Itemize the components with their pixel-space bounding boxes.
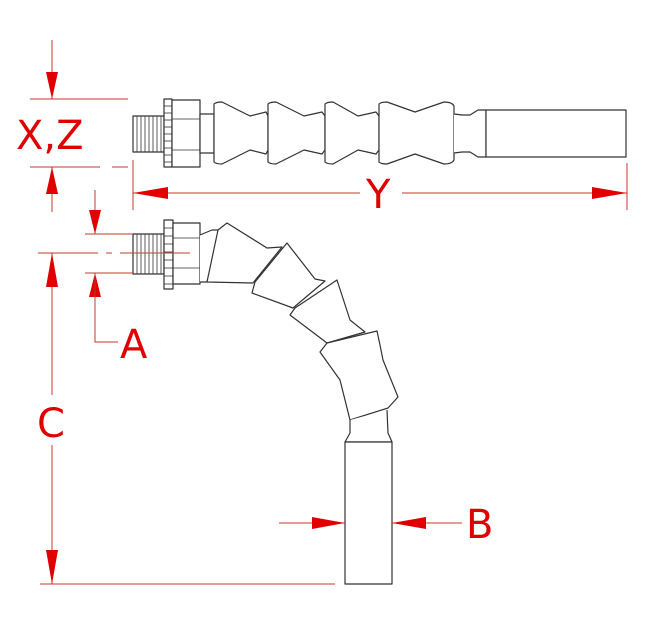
threaded-stub — [132, 115, 165, 153]
dimension-c: C — [37, 253, 335, 585]
label-c: C — [37, 401, 65, 447]
segment — [289, 279, 366, 344]
arrow-up-icon — [46, 167, 58, 194]
tube-end — [485, 109, 627, 158]
neck — [199, 113, 215, 154]
label-xz: X,Z — [16, 113, 84, 159]
tube-end — [344, 441, 393, 585]
dimension-xz: X,Z — [16, 40, 128, 212]
threads — [136, 116, 162, 152]
segment — [378, 101, 455, 165]
threaded-stub — [132, 233, 165, 275]
dimension-b: B — [279, 502, 493, 548]
label-a: A — [120, 322, 148, 368]
arrow-down-icon — [46, 72, 58, 99]
segment — [251, 242, 326, 309]
segment — [319, 330, 399, 421]
dimension-y: Y — [132, 160, 628, 218]
straight-hose — [132, 98, 627, 168]
arrow-right-icon — [592, 187, 627, 199]
dimension-a: A — [85, 190, 148, 368]
segment — [206, 222, 283, 284]
knurled-nut — [163, 98, 173, 168]
arrow-left-icon — [133, 187, 168, 199]
hex-body — [171, 99, 201, 168]
segment — [213, 101, 269, 165]
neck-tail — [453, 109, 487, 158]
segment — [324, 101, 380, 165]
knurled-nut — [163, 219, 174, 290]
label-y: Y — [365, 172, 391, 218]
bent-hose — [132, 219, 399, 585]
label-b: B — [466, 502, 493, 548]
segment — [267, 101, 326, 165]
